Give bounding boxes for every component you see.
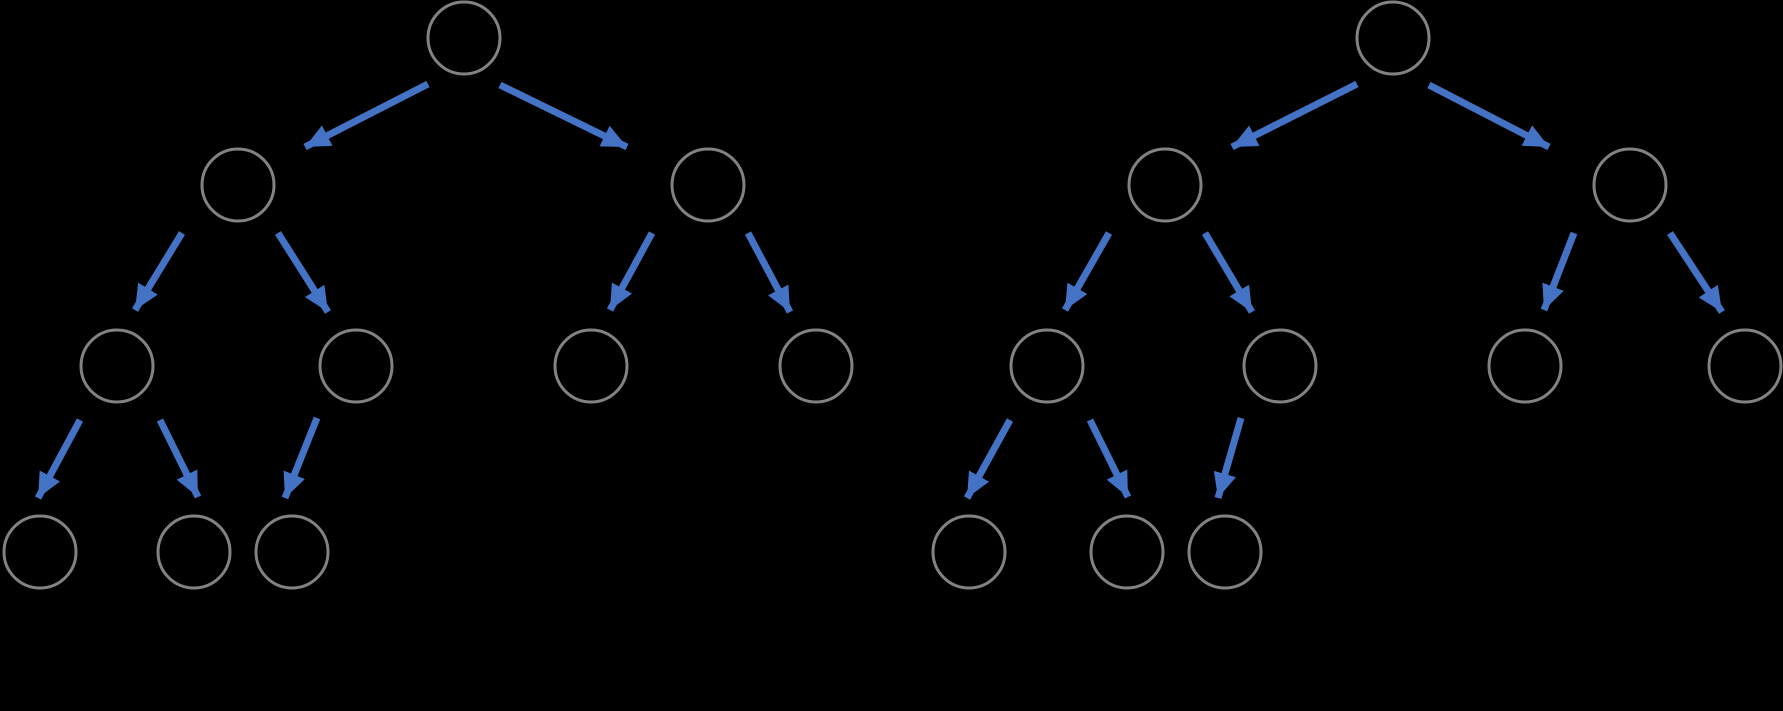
- tree-node-leaf: [1187, 514, 1263, 590]
- tree-node-node: [318, 328, 394, 404]
- tree-edge-arrow: [303, 80, 430, 151]
- tree-edge-arrow: [1086, 418, 1132, 499]
- tree-edge-arrow: [275, 231, 331, 314]
- tree-edge-arrow: [34, 418, 84, 500]
- tree-edge-arrow: [963, 418, 1014, 500]
- tree-edge-arrow: [1213, 417, 1245, 499]
- tree-edge-arrow: [606, 231, 656, 312]
- tree-edge-arrow: [156, 418, 202, 499]
- tree-node-leaf: [254, 514, 330, 590]
- tree-node-node: [1127, 147, 1203, 223]
- tree-edge-arrow: [1667, 231, 1725, 314]
- tree-edge-arrow: [744, 231, 794, 314]
- tree-node-leaf: [778, 328, 854, 404]
- tree-edge-arrow: [1230, 80, 1359, 151]
- tree-node-node: [1592, 147, 1668, 223]
- tree-edge-arrow: [1427, 81, 1551, 151]
- tree-edge-arrow: [281, 416, 321, 500]
- tree-node-root: [426, 0, 502, 76]
- left-tree: [2, 0, 854, 590]
- right-tree: [931, 0, 1783, 590]
- tree-node-node: [79, 328, 155, 404]
- tree-node-leaf: [1089, 514, 1165, 590]
- tree-node-leaf: [931, 514, 1007, 590]
- tree-node-leaf: [1707, 328, 1783, 404]
- tree-node-node: [1242, 328, 1318, 404]
- tree-node-leaf: [2, 514, 78, 590]
- tree-node-node: [200, 147, 276, 223]
- tree-node-leaf: [1487, 328, 1563, 404]
- tree-node-root: [1355, 0, 1431, 76]
- tree-edge-arrow: [132, 231, 185, 312]
- tree-edge-arrow: [498, 81, 629, 151]
- tree-node-node: [1009, 328, 1085, 404]
- tree-edge-arrow: [1540, 231, 1578, 312]
- tree-edge-arrow: [1201, 231, 1256, 314]
- tree-node-leaf: [553, 328, 629, 404]
- tree-edge-arrow: [1061, 231, 1113, 312]
- tree-node-node: [670, 147, 746, 223]
- tree-node-leaf: [156, 514, 232, 590]
